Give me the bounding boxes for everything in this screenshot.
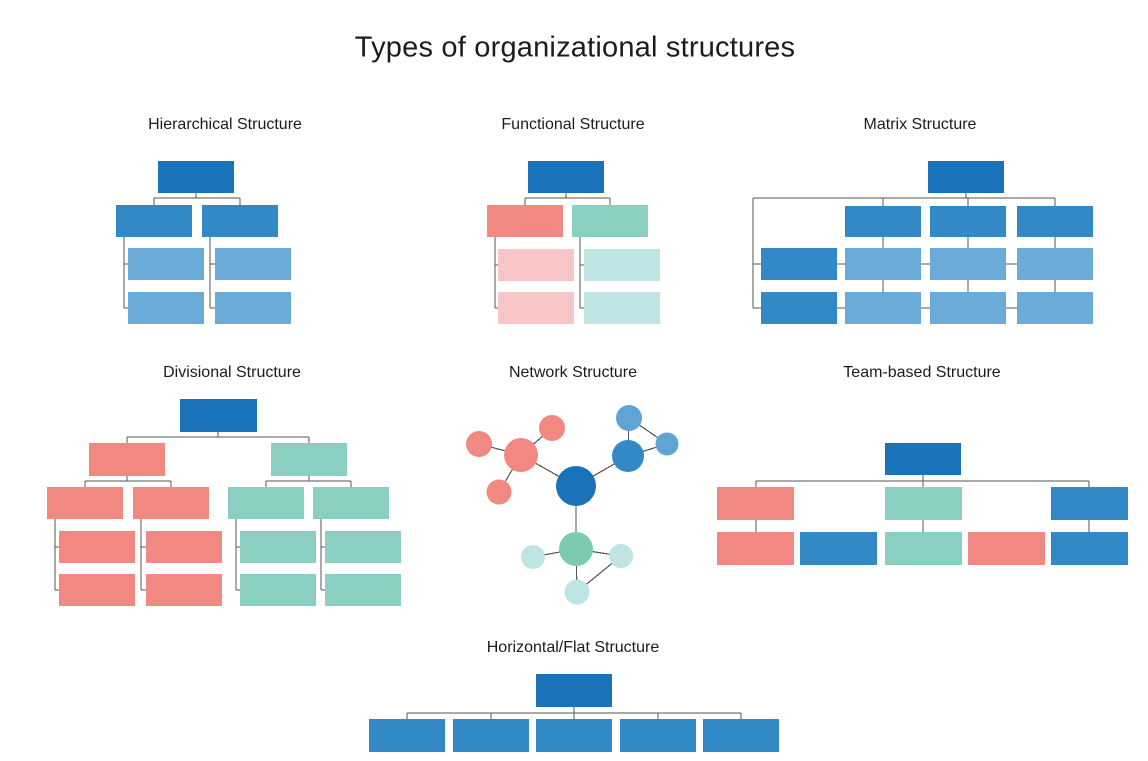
org-box-medium-blue [536,719,612,752]
org-box-medium-blue [369,719,445,752]
org-box-salmon [487,205,563,237]
network-node-light-teal [609,544,633,568]
org-box-salmon [146,531,222,563]
network-node-salmon [504,438,538,472]
org-box-medium-blue [845,206,921,237]
org-box-medium-blue [703,719,779,752]
diagram-functional [487,161,660,324]
org-box-light-blue [930,292,1006,324]
diagram-matrix [752,161,1093,324]
diagram-label-team-based: Team-based Structure [843,364,1001,381]
org-box-dark-blue [885,443,961,475]
org-box-light-blue [215,248,291,280]
org-box-teal [240,574,316,606]
org-box-light-blue [1017,248,1093,280]
org-box-teal [228,487,304,519]
diagram-network [466,405,679,605]
org-box-dark-blue [180,399,257,432]
org-box-medium-blue [1051,487,1128,520]
network-node-sky-blue [655,432,679,456]
network-node-light-teal [521,545,545,569]
network-node-green-teal [559,532,593,566]
org-box-light-blue [128,292,204,324]
org-box-medium-blue [761,292,837,324]
org-box-medium-blue [620,719,696,752]
figure-title: Types of organizational structures [354,31,796,64]
diagram-label-network: Network Structure [508,364,638,381]
org-box-medium-blue [930,206,1006,237]
org-box-light-blue [845,292,921,324]
org-box-light-blue [1017,292,1093,324]
diagram-label-hierarchical: Hierarchical Structure [148,116,302,133]
org-box-teal [271,443,347,476]
org-box-teal [313,487,389,519]
network-node-salmon [539,415,565,441]
org-box-salmon [717,487,794,520]
org-box-dark-blue [158,161,234,193]
org-box-salmon [59,531,135,563]
diagram-label-horizontal-flat: Horizontal/Flat Structure [486,639,660,656]
org-box-light-blue [845,248,921,280]
org-box-medium-blue [116,205,192,237]
org-box-salmon [133,487,209,519]
org-box-teal [572,205,648,237]
org-box-medium-blue [453,719,529,752]
network-node-salmon [466,431,492,457]
org-box-teal [325,574,401,606]
org-box-teal [325,531,401,563]
diagram-label-divisional: Divisional Structure [163,364,301,381]
diagram-team-based [717,443,1128,565]
network-node-dark-blue [556,466,596,506]
network-node-salmon [486,479,512,505]
diagram-horizontal-flat [369,674,779,752]
org-box-salmon [717,532,794,565]
org-box-dark-blue [528,161,604,193]
org-box-medium-blue [1051,532,1128,565]
org-box-light-salmon [498,249,574,281]
network-node-sky-blue [616,405,642,431]
org-box-light-teal [584,292,660,324]
org-box-light-teal [584,249,660,281]
org-box-light-salmon [498,292,574,324]
org-box-salmon [146,574,222,606]
org-box-teal [885,532,962,565]
diagram-label-functional: Functional Structure [501,116,645,133]
diagram-label-matrix: Matrix Structure [863,116,977,133]
org-box-medium-blue [202,205,278,237]
org-box-teal [240,531,316,563]
org-box-salmon [968,532,1045,565]
org-box-light-blue [128,248,204,280]
org-box-dark-blue [928,161,1004,193]
org-box-teal [885,487,962,520]
org-box-light-blue [215,292,291,324]
org-box-salmon [59,574,135,606]
org-box-salmon [89,443,165,476]
org-box-light-blue [930,248,1006,280]
org-box-medium-blue [1017,206,1093,237]
org-box-dark-blue [536,674,612,707]
diagram-hierarchical [116,161,291,324]
diagram-divisional [47,399,401,606]
org-box-medium-blue [800,532,877,565]
org-box-medium-blue [761,248,837,280]
network-node-medium-blue [612,440,644,472]
org-box-salmon [47,487,123,519]
network-node-light-teal [564,579,590,605]
